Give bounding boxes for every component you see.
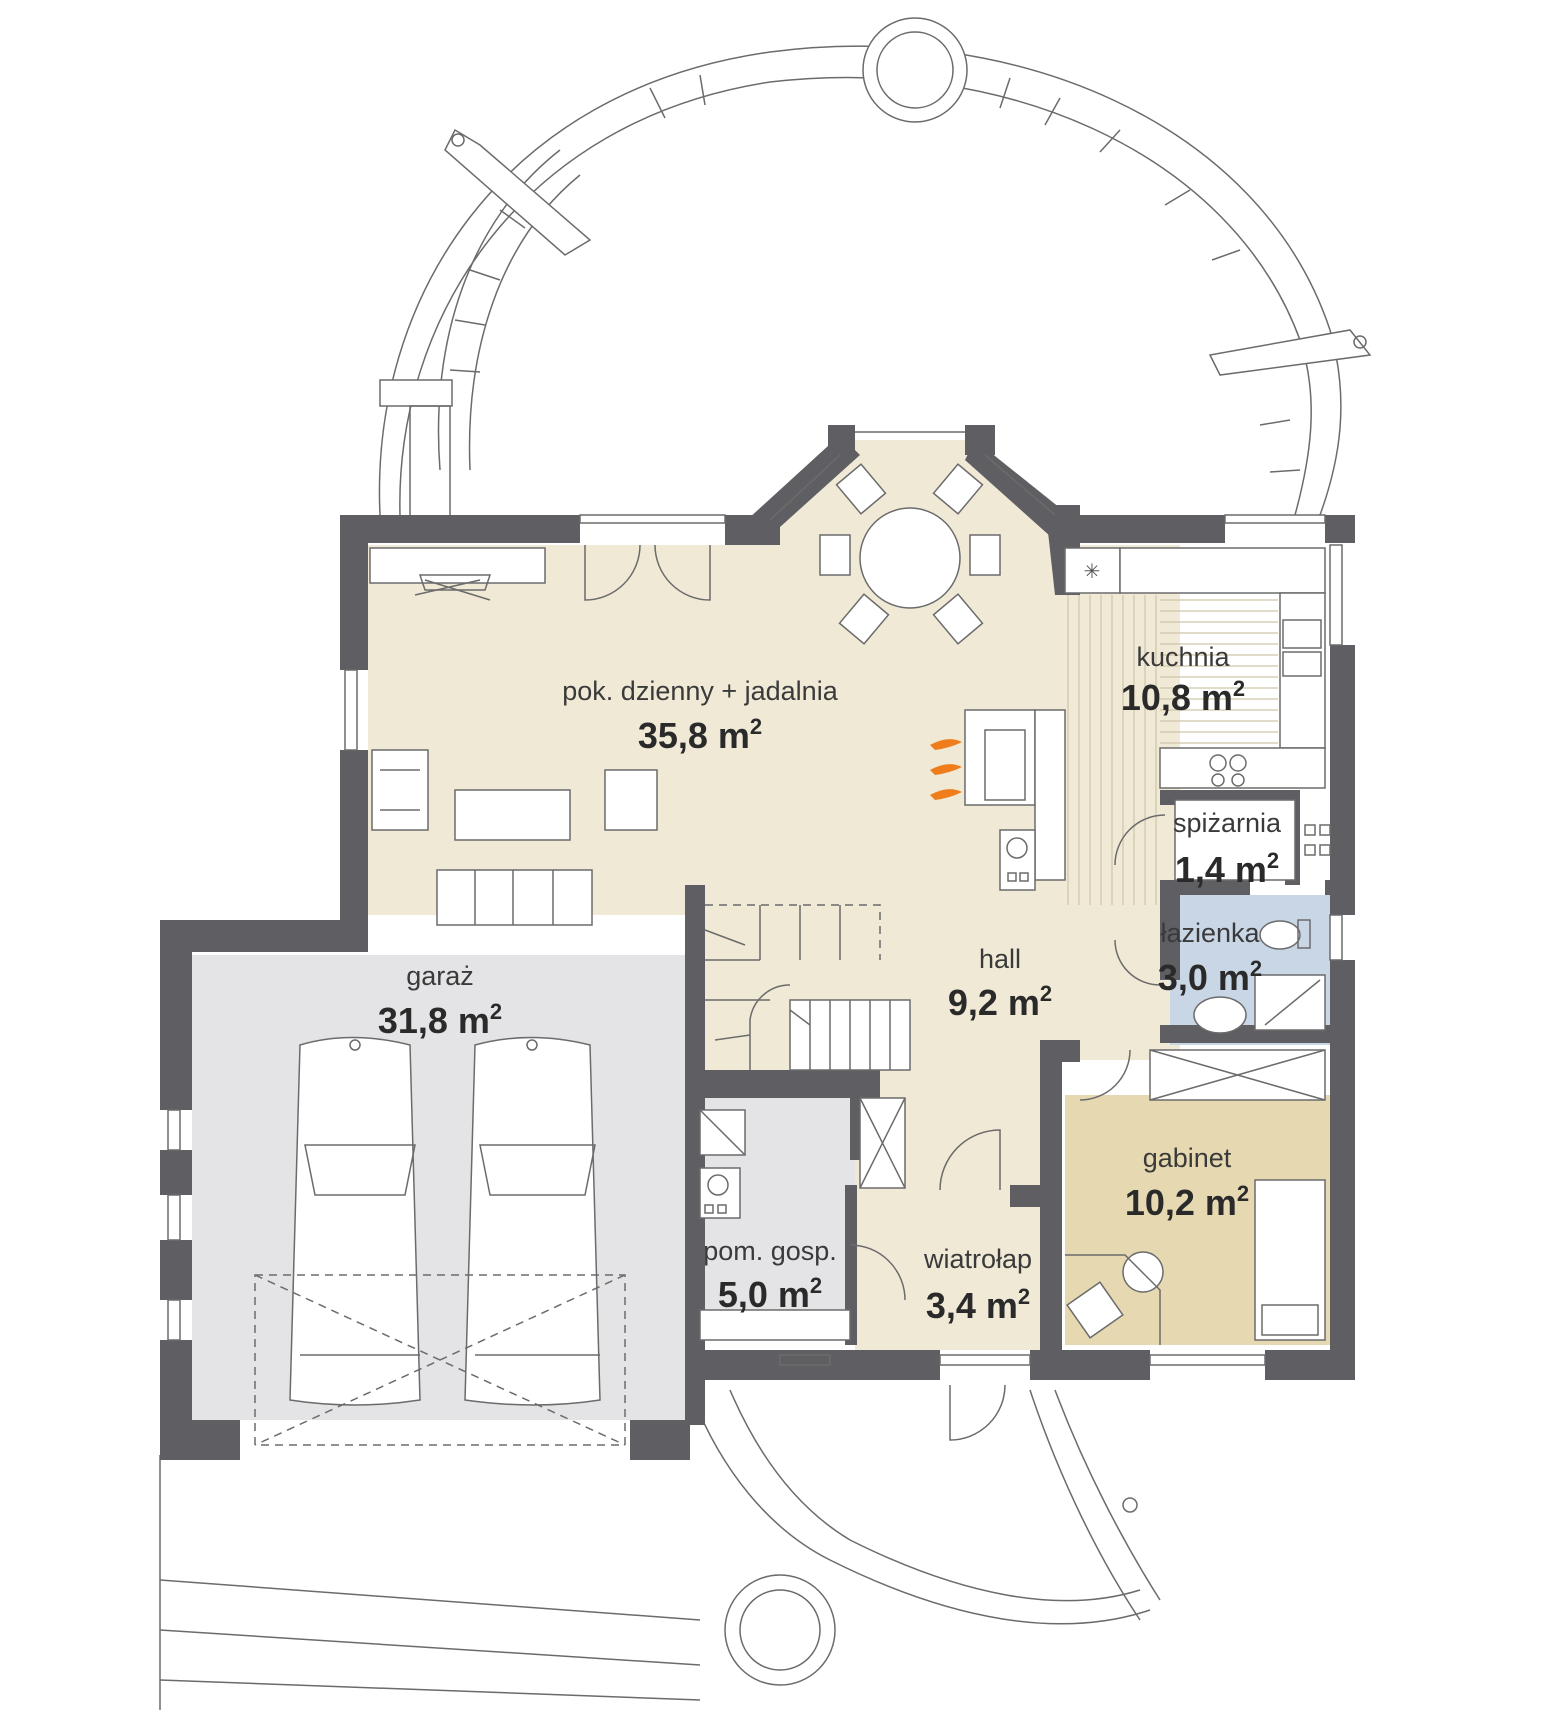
room-labels: pok. dzienny + jadalnia 35,8 m2 kuchnia … bbox=[378, 642, 1282, 1326]
garage-name: garaż bbox=[406, 961, 474, 991]
kitchen-area: 10,8 m2 bbox=[1121, 676, 1245, 718]
pantry-area: 1,4 m2 bbox=[1175, 848, 1279, 890]
car-right bbox=[464, 1036, 601, 1406]
kitchen-stripes bbox=[1067, 595, 1278, 905]
staircase bbox=[704, 904, 911, 1071]
utility-name: pom. gosp. bbox=[703, 1236, 837, 1266]
fireplace-flame-icon bbox=[930, 739, 962, 800]
svg-text:✳: ✳ bbox=[1084, 559, 1101, 583]
office-area: 10,2 m2 bbox=[1125, 1181, 1249, 1223]
utility-area: 5,0 m2 bbox=[718, 1273, 822, 1315]
floor-fills bbox=[192, 440, 1330, 1420]
terrace-outline bbox=[378, 17, 1372, 517]
pantry-name: spiżarnia bbox=[1173, 808, 1282, 838]
kitchen-name: kuchnia bbox=[1136, 642, 1230, 672]
round-planter-bottom bbox=[724, 1574, 836, 1686]
living-area: 35,8 m2 bbox=[638, 714, 762, 756]
car-left bbox=[289, 1036, 421, 1406]
living-name: pok. dzienny + jadalnia bbox=[562, 676, 838, 706]
hall-area: 9,2 m2 bbox=[948, 981, 1052, 1023]
office-name: gabinet bbox=[1143, 1143, 1232, 1173]
dining-table bbox=[859, 507, 961, 609]
vestibule-name: wiatrołap bbox=[923, 1244, 1032, 1274]
bathroom-area: 3,0 m2 bbox=[1158, 956, 1262, 998]
round-planter-top bbox=[862, 17, 968, 123]
terrace-bottom bbox=[159, 1389, 1161, 1710]
garage-area: 31,8 m2 bbox=[378, 999, 502, 1041]
hall-name: hall bbox=[979, 944, 1021, 974]
vestibule-area: 3,4 m2 bbox=[926, 1284, 1030, 1326]
furniture: ✳ bbox=[254, 463, 1331, 1446]
windows bbox=[167, 431, 1343, 1366]
bathroom-name: łazienka bbox=[1160, 918, 1260, 948]
